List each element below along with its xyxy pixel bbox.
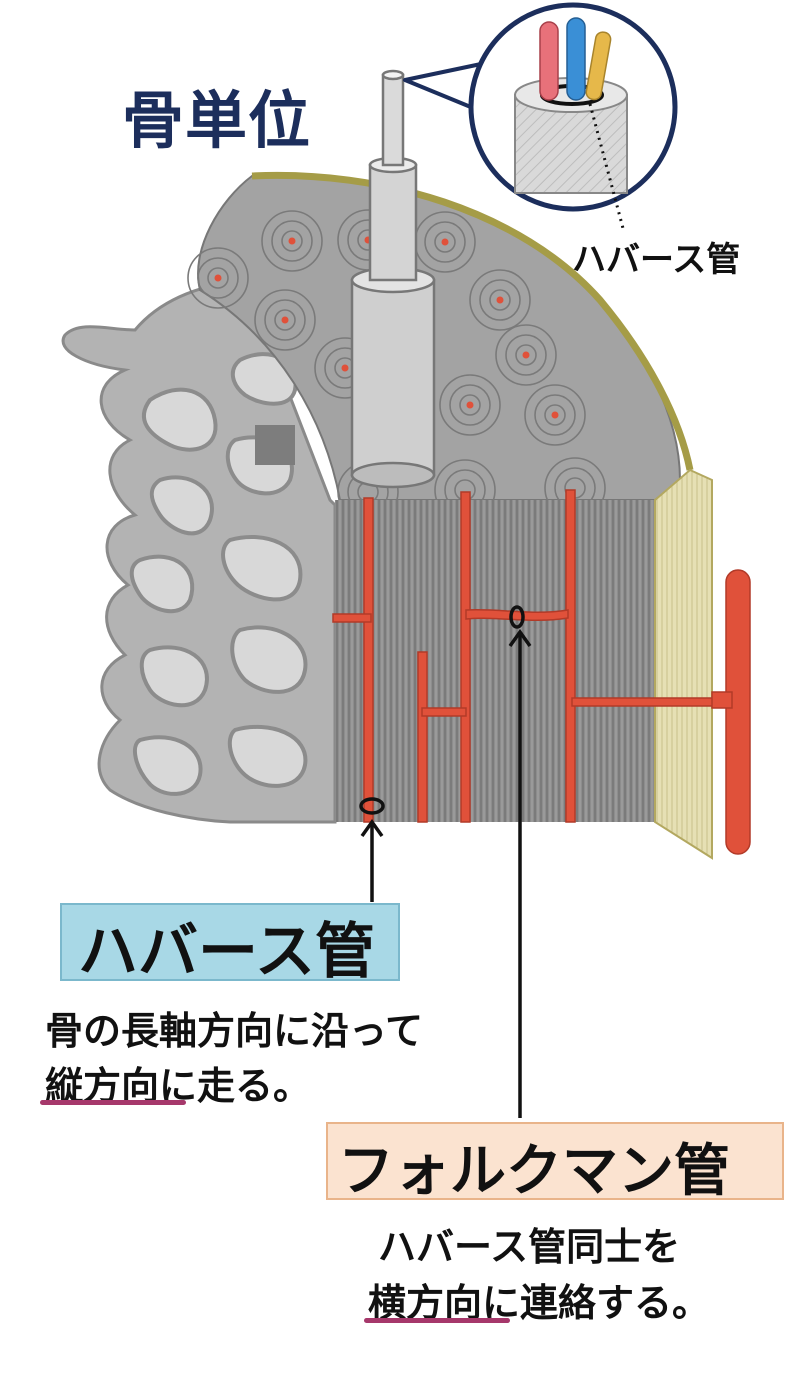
- spongy-bone: [61, 278, 337, 824]
- haversian-canal-4: [417, 651, 428, 823]
- haversian-title: ハバース管: [78, 917, 375, 987]
- pointers: [359, 605, 532, 1118]
- volkmann-label-box: [326, 1122, 784, 1200]
- volkmann-underline: [364, 1318, 510, 1323]
- volkmann-desc-line1: ハバース管同士を: [378, 1225, 681, 1269]
- osteon-cylinder: [350, 69, 436, 489]
- haversian-underline: [40, 1100, 186, 1105]
- volkmann-canal-3: [421, 707, 467, 717]
- compact-bone-top: [187, 171, 694, 523]
- volkmann-canal-1: [332, 613, 372, 623]
- vessels: [332, 489, 751, 855]
- external-vessel-branch: [711, 691, 733, 709]
- volkmann-canal-2: [465, 608, 569, 622]
- haversian-label-box: [60, 903, 400, 981]
- haversian-arrow-head: [360, 818, 384, 838]
- magnified-inset: [403, 2, 678, 233]
- haversian-marker: [359, 797, 385, 815]
- volkmann-arrow-head: [508, 628, 532, 648]
- inset-label: ハバース管: [572, 240, 741, 280]
- page-title: 骨単位: [122, 84, 312, 157]
- external-vessel: [725, 569, 751, 855]
- volkmann-title: フォルクマン管: [338, 1139, 730, 1204]
- compact-bone-face: [335, 468, 713, 860]
- haversian-desc-line1: 骨の長軸方向に沿って: [45, 1009, 424, 1053]
- volkmann-canal-4: [571, 697, 723, 707]
- volkmann-desc-line2: 横方向に連絡する。: [368, 1281, 711, 1325]
- volkmann-marker: [509, 605, 525, 629]
- haversian-canal-2: [460, 491, 471, 823]
- haversian-canal-1: [363, 497, 374, 823]
- haversian-canal-3: [565, 489, 576, 823]
